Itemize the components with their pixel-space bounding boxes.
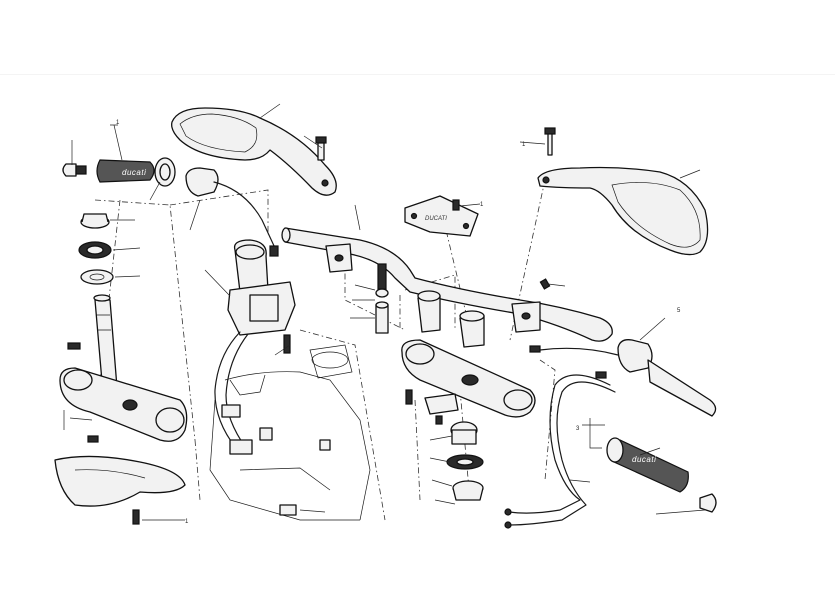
callout-switch-right: 5 <box>677 308 681 314</box>
center-stack <box>435 415 484 501</box>
risers <box>375 263 485 348</box>
callout-mirror-bolt-right: 1 <box>522 142 526 148</box>
throttle-cables <box>504 371 616 529</box>
ignition-switch <box>214 239 296 455</box>
header-divider <box>0 74 835 75</box>
top-clamp-plate: DUCATI <box>404 195 479 237</box>
left-grip-assembly: ducati <box>62 157 279 257</box>
frame-structure <box>209 344 371 521</box>
callout-bolt: 1 <box>480 202 484 208</box>
right-grip: ducati <box>606 437 717 513</box>
callout-fairing: 1 <box>185 519 189 525</box>
bar-clamp-right <box>511 301 541 333</box>
callout-cable: 3 <box>576 426 580 432</box>
small-screw <box>539 278 551 290</box>
right-switch-assembly <box>529 339 717 417</box>
right-mirror <box>537 127 709 256</box>
lower-triple-clamp <box>59 367 188 443</box>
clamp-plate-brand: DUCATI <box>425 216 447 222</box>
upper-triple-clamp <box>401 339 536 418</box>
callout-grip-left: 1 <box>116 120 120 126</box>
right-grip-brand: ducati <box>632 455 656 464</box>
callout-labels: 1 1 1 1 3 5 <box>116 120 681 525</box>
left-stack-washers <box>78 213 114 285</box>
leader-lines <box>63 103 706 521</box>
left-grip-brand: ducati <box>122 168 146 177</box>
lower-cover <box>54 455 186 525</box>
mirror-bolt-left <box>315 136 327 161</box>
bar-clamp-left <box>325 243 353 273</box>
left-mirror <box>171 107 337 196</box>
